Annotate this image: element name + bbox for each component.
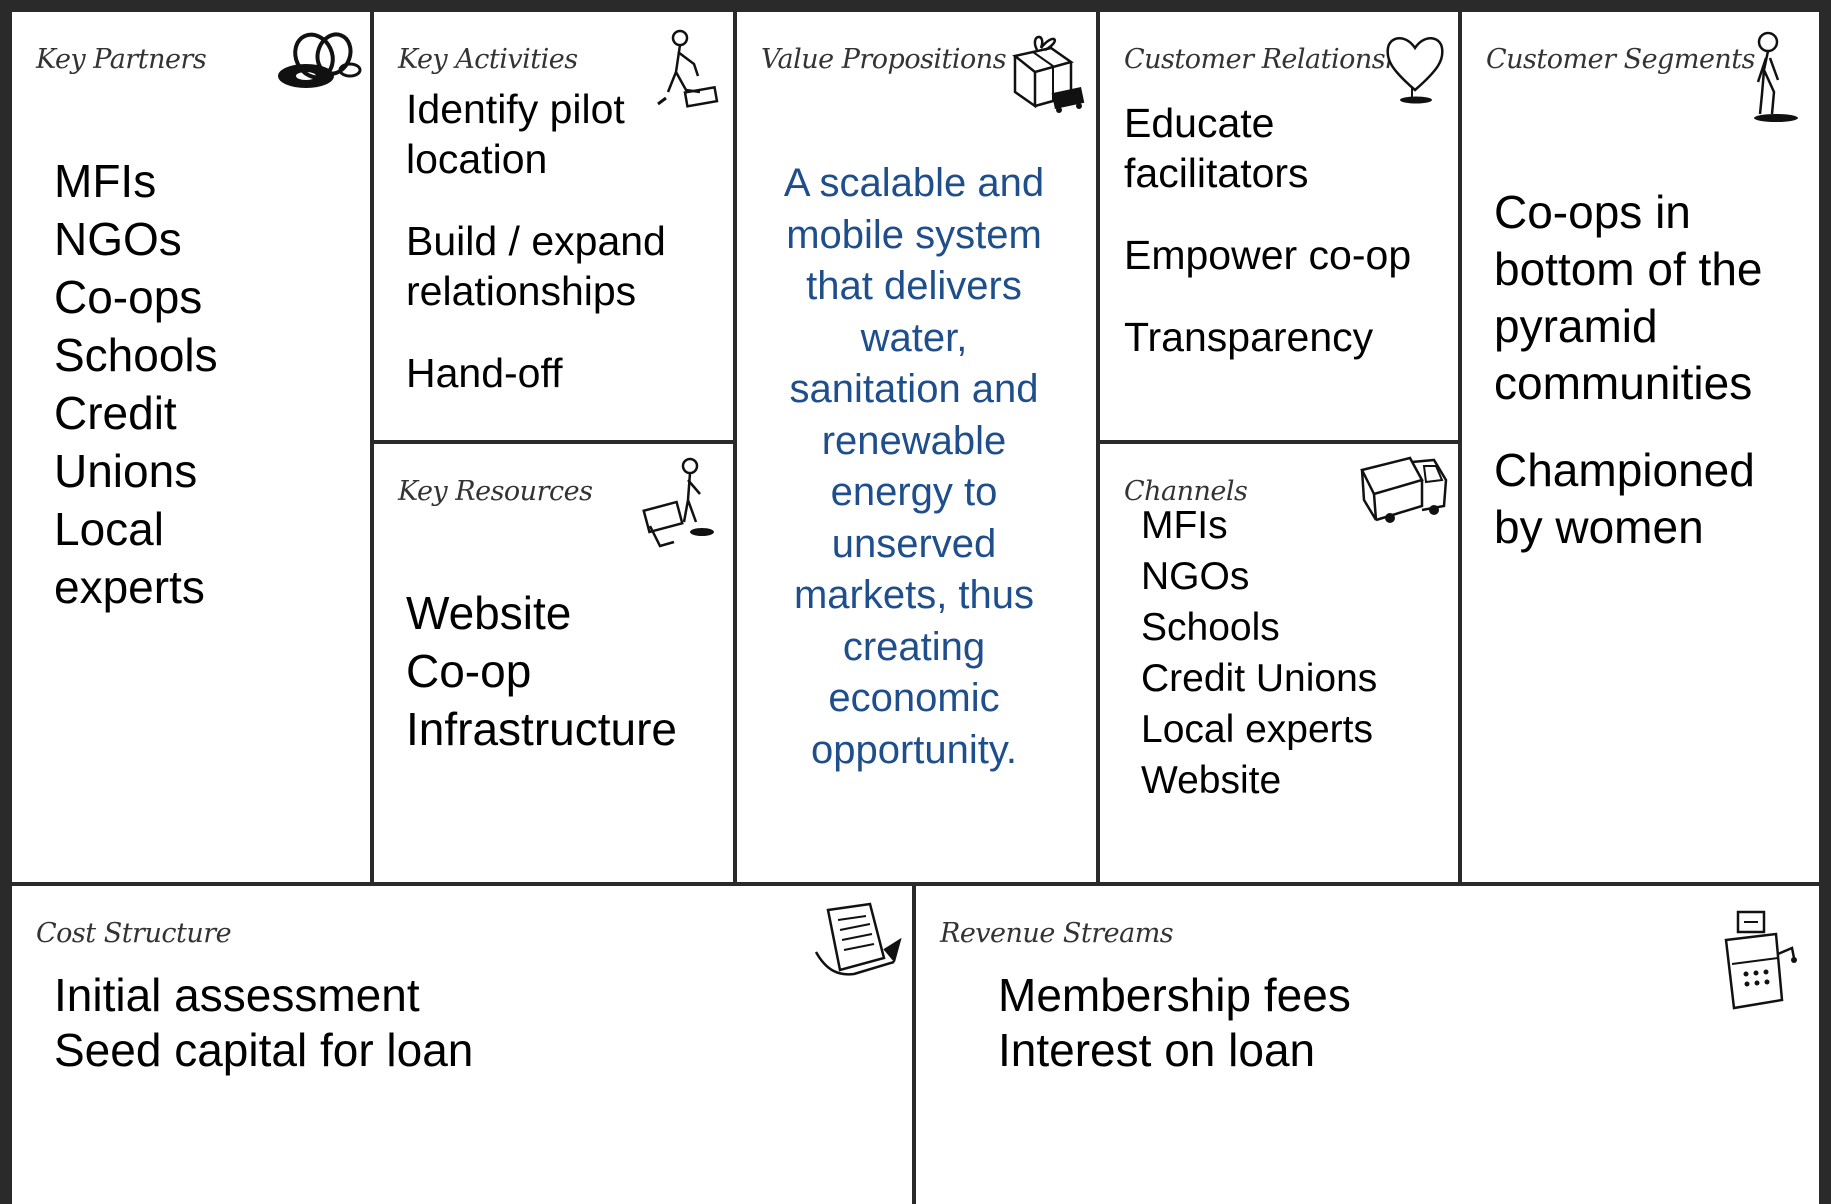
revenue-streams-block: Revenue Streams Membership fees Interest… [916, 886, 1819, 1204]
customer-relationships-list: Educate facilitators Empower co-op Trans… [1124, 98, 1411, 362]
standing-person-icon [1746, 26, 1802, 130]
list-item: NGOs [54, 213, 182, 265]
list-item: Membership fees [998, 969, 1351, 1021]
value-propositions-block: Value Propositions A scalable and mobile… [737, 12, 1096, 882]
revenue-streams-list: Membership fees Interest on loan [998, 968, 1351, 1078]
list-item: Co-op [406, 645, 532, 697]
channels-list: MFIs NGOs Schools Credit Unions Local ex… [1141, 500, 1377, 806]
value-line: that delivers [806, 264, 1022, 308]
list-item: Local [54, 503, 164, 555]
list-item: Identify pilot location [406, 84, 666, 184]
heart-icon [1382, 30, 1448, 106]
value-line: sanitation and [789, 367, 1039, 411]
channels-title: Channels [1124, 476, 1248, 507]
customer-segments-title: Customer Segments [1486, 44, 1756, 75]
value-line: markets, thus [793, 573, 1035, 617]
list-item: Seed capital for loan [54, 1024, 474, 1076]
cost-structure-list: Initial assessment Seed capital for loan [54, 968, 473, 1078]
list-item-line: relationships [406, 268, 637, 314]
list-item: Hand-off [406, 348, 666, 398]
customer-relationships-block: Customer Relationships Educate facilitat… [1100, 12, 1458, 440]
value-line: water, [860, 315, 968, 360]
key-resources-title: Key Resources [398, 476, 593, 507]
list-item-line: Championed [1494, 444, 1755, 496]
list-item-line: facilitators [1124, 150, 1309, 196]
value-line: mobile system [786, 212, 1042, 257]
gift-icon [1001, 26, 1087, 116]
list-item: Schools [54, 329, 218, 381]
list-item-line: bottom of the [1494, 243, 1763, 295]
list-item: Educate facilitators [1124, 98, 1411, 198]
list-item: Empower co-op [1124, 230, 1411, 280]
value-propositions-title: Value Propositions [761, 44, 1007, 75]
list-item: Co-ops in bottom of the pyramid communit… [1494, 184, 1763, 412]
list-item: MFIs [54, 155, 157, 207]
list-item-line: Educate [1124, 100, 1275, 146]
list-item: Transparency [1124, 312, 1411, 362]
cost-structure-block: Cost Structure Initial assessment Seed c… [12, 886, 912, 1204]
value-line: energy to [830, 470, 998, 514]
rings-icon [274, 26, 364, 106]
list-item: Website [406, 587, 572, 639]
list-item: experts [54, 561, 205, 613]
list-item-line: Build / expand [406, 218, 666, 264]
list-item-line: location [406, 136, 548, 182]
list-item-line: communities [1494, 357, 1753, 409]
key-partners-block: Key Partners MFIs NGOs Co-ops Schools Cr… [12, 12, 370, 882]
cost-structure-title: Cost Structure [36, 918, 232, 949]
list-item: NGOs [1141, 555, 1250, 598]
list-item-line: Transparency [1124, 314, 1374, 360]
invoice-icon [808, 900, 904, 984]
list-item-line: pyramid [1494, 300, 1658, 352]
list-item: Build / expand relationships [406, 216, 666, 316]
value-line: economic [828, 676, 1000, 720]
list-item-line: Hand-off [406, 350, 563, 396]
list-item: Credit Unions [1141, 657, 1378, 700]
key-partners-title: Key Partners [36, 44, 207, 75]
cash-register-icon [1716, 904, 1798, 1014]
worker-icon [650, 28, 720, 112]
list-item: Initial assessment [54, 969, 420, 1021]
key-resources-block: Key Resources Website Co-op Infrastructu… [374, 444, 733, 882]
list-item-line: Co-ops in [1494, 186, 1691, 238]
value-line: A scalable and [783, 161, 1045, 205]
list-item-line: Empower co-op [1124, 232, 1412, 278]
customer-segments-block: Customer Segments Co-ops in bottom of th… [1462, 12, 1819, 882]
key-activities-title: Key Activities [398, 44, 578, 75]
value-proposition-text: A scalable and mobile system that delive… [737, 158, 1091, 776]
value-line: unserved [831, 521, 997, 566]
list-item: Website [1141, 759, 1282, 802]
value-line: renewable [821, 418, 1007, 463]
list-item: Infrastructure [406, 703, 677, 755]
list-item: Schools [1141, 606, 1280, 649]
list-item: MFIs [1141, 504, 1228, 547]
person-with-box-icon [638, 456, 718, 552]
list-item-line: by women [1494, 501, 1704, 553]
key-resources-list: Website Co-op Infrastructure [406, 584, 677, 758]
list-item: Championed by women [1494, 442, 1763, 556]
list-item: Interest on loan [998, 1024, 1316, 1076]
customer-segments-list: Co-ops in bottom of the pyramid communit… [1494, 184, 1763, 556]
list-item: Credit [54, 387, 177, 439]
value-line: creating [842, 624, 986, 669]
key-partners-list: MFIs NGOs Co-ops Schools Credit Unions L… [54, 152, 218, 616]
list-item: Local experts [1141, 708, 1373, 751]
truck-icon [1356, 452, 1452, 536]
list-item: Unions [54, 445, 198, 497]
value-line: opportunity. [810, 727, 1018, 772]
revenue-streams-title: Revenue Streams [940, 918, 1174, 949]
list-item-line: Identify pilot [406, 86, 625, 132]
key-activities-list: Identify pilot location Build / expand r… [406, 84, 666, 398]
list-item: Co-ops [54, 271, 203, 323]
key-activities-block: Key Activities Identify pilot location B… [374, 12, 733, 440]
channels-block: Channels MFIs NGOs Schools Credit Unions… [1100, 444, 1458, 882]
